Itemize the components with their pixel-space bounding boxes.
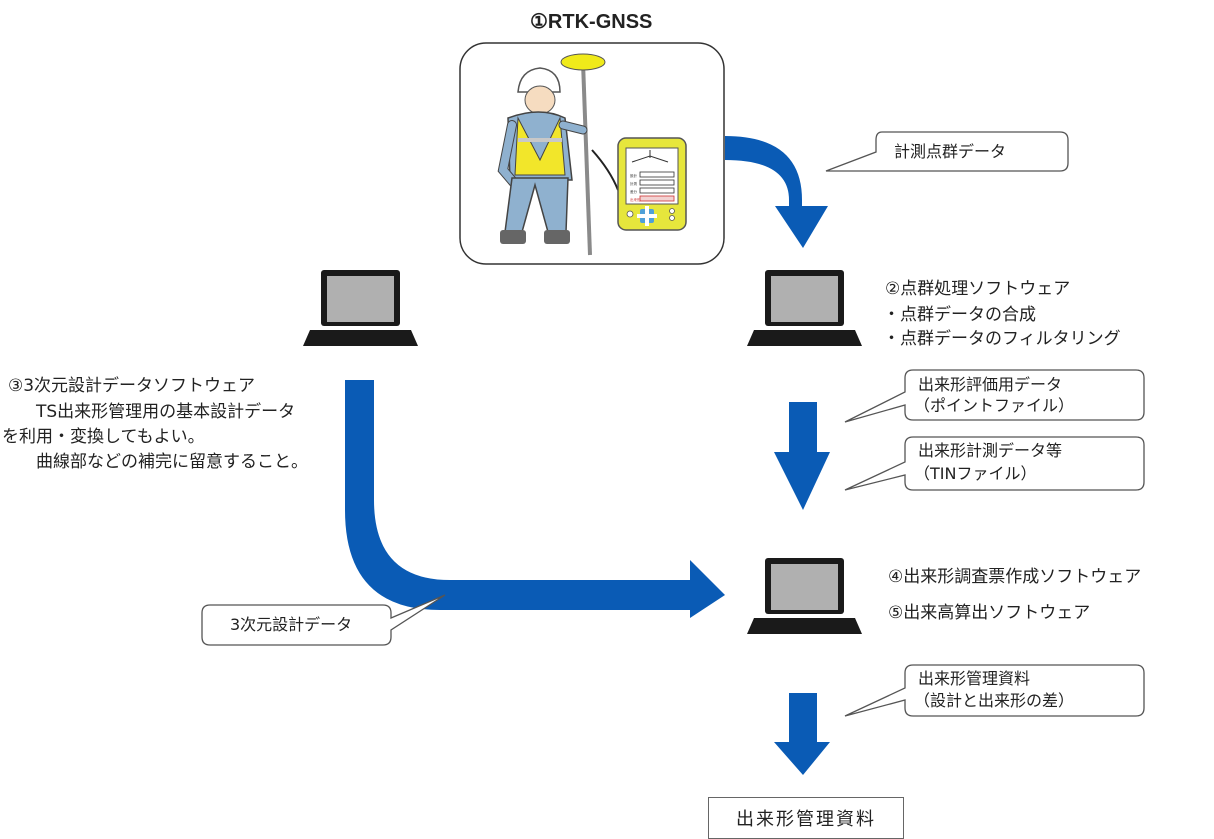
software2-bullet: ・点群データのフィルタリング xyxy=(883,329,1121,349)
callout-eval-data xyxy=(844,369,1145,423)
device-label: 出来形 xyxy=(630,197,641,202)
arrow-design-to-output xyxy=(345,380,725,618)
software5-title: ⑤出来高算出ソフトウェア xyxy=(888,603,1091,623)
arrow-rtk-to-processing xyxy=(725,136,828,248)
rtk-gnss-title: ①RTK-GNSS xyxy=(530,11,653,33)
callout-mgmt-data-text: 出来形管理資料 xyxy=(918,669,1031,688)
software4-title: ④出来形調査票作成ソフトウェア xyxy=(888,567,1142,587)
callout-measure-data-text: 出来形計測データ等 xyxy=(918,441,1063,460)
callout-point-cloud-text: 計測点群データ xyxy=(894,142,1007,161)
callout-mgmt-data-text: （設計と出来形の差） xyxy=(914,691,1075,710)
software3-title: ③3次元設計データソフトウェア xyxy=(8,376,256,396)
arrow-output-to-final xyxy=(774,693,830,775)
device-label: 差分 xyxy=(630,189,638,194)
software2-title: ②点群処理ソフトウェア xyxy=(885,279,1071,299)
device-label: 設計 xyxy=(630,173,638,178)
callout-measure-data-text: （TINファイル） xyxy=(914,464,1037,483)
final-output-box: 出来形管理資料 xyxy=(708,797,904,839)
software3-note: 曲線部などの補完に留意すること。 xyxy=(36,452,308,472)
callout-mgmt-data xyxy=(844,664,1145,717)
final-output-label: 出来形管理資料 xyxy=(736,809,876,830)
callout-eval-data-text: 出来形評価用データ xyxy=(918,375,1063,394)
callout-measure-data xyxy=(844,436,1145,491)
laptop-icon-left xyxy=(303,270,418,346)
software2-bullet: ・点群データの合成 xyxy=(883,305,1036,325)
laptop-icon-output xyxy=(747,558,862,634)
software3-note: を利用・変換してもよい。 xyxy=(2,427,205,447)
callout-design-data-text: 3次元設計データ xyxy=(230,615,353,634)
gnss-controller-icon: 設計 計測 差分 出来形 xyxy=(617,137,687,231)
surveyor-worker-icon xyxy=(497,53,619,256)
arrow-processing-to-output-1 xyxy=(774,402,830,510)
software3-note: TS出来形管理用の基本設計データ xyxy=(36,402,296,422)
laptop-icon-processing xyxy=(747,270,862,346)
callout-eval-data-text: （ポイントファイル） xyxy=(914,396,1075,415)
callout-point-cloud xyxy=(825,131,1069,172)
callout-design-data xyxy=(201,594,446,646)
device-label: 計測 xyxy=(630,181,638,186)
